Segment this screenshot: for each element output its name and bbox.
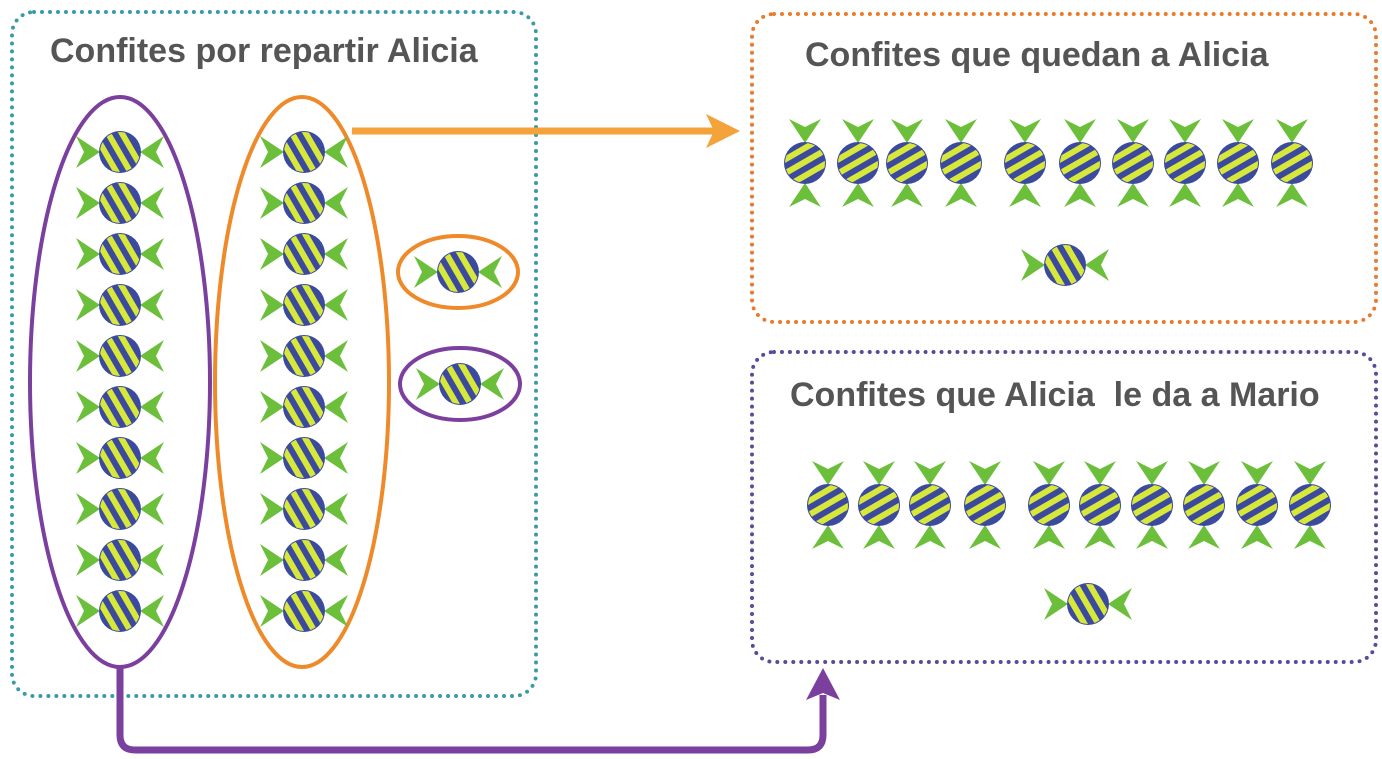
- candy-icon: [1009, 461, 1088, 549]
- candy-icon: [76, 521, 164, 600]
- given-panel: [750, 350, 1378, 664]
- candy-icon: [260, 317, 348, 396]
- candy-icon: [1112, 461, 1191, 549]
- arrow-to-given: [116, 668, 840, 754]
- candy-icon: [921, 119, 1000, 207]
- candy-icon: [945, 461, 1024, 549]
- candy-icon: [76, 368, 164, 447]
- source-panel-title: Confites por repartir Alicia: [50, 32, 478, 70]
- group-for-alicia-ellipse: [213, 95, 391, 669]
- candy-icon: [76, 113, 164, 192]
- candy-icon: [260, 470, 348, 549]
- candy-icon: [1217, 461, 1296, 549]
- remaining-extra-candy-icon: [1021, 226, 1109, 305]
- candy-icon: [76, 470, 164, 549]
- candy-icon: [1270, 461, 1349, 549]
- given-candy-row: [788, 461, 1349, 549]
- remaining-panel: [750, 12, 1378, 324]
- candy-icon: [890, 461, 969, 549]
- candy-icon: [260, 215, 348, 294]
- candy-icon: [985, 119, 1064, 207]
- candy-icon: [260, 572, 348, 651]
- candy-icon: [76, 419, 164, 498]
- extra-for-alicia-ellipse: [396, 234, 520, 310]
- candy-icon: [76, 164, 164, 243]
- candy-icon: [1145, 119, 1224, 207]
- candy-icon: [76, 572, 164, 651]
- extra-for-mario-ellipse: [398, 346, 522, 422]
- candy-icon: [260, 521, 348, 600]
- arrow-to-remaining: [352, 114, 740, 148]
- candy-icon: [1198, 119, 1277, 207]
- extra-candy-alicia-icon: [414, 233, 502, 312]
- candy-icon: [260, 164, 348, 243]
- candy-icon: [76, 317, 164, 396]
- candy-icon: [260, 419, 348, 498]
- alicia-candy-column: [260, 113, 348, 651]
- candy-icon: [260, 266, 348, 345]
- given-extra-candy-icon: [1044, 565, 1132, 644]
- candy-icon: [1252, 119, 1331, 207]
- candy-icon: [818, 119, 897, 207]
- candy-icon: [260, 368, 348, 447]
- source-panel: [10, 10, 538, 698]
- candy-icon: [1164, 461, 1243, 549]
- candy-icon: [1093, 119, 1172, 207]
- candy-icon: [76, 266, 164, 345]
- given-panel-title: Confites que Alicia le da a Mario: [790, 376, 1320, 414]
- candy-icon: [260, 113, 348, 192]
- mario-candy-column: [76, 113, 164, 651]
- remaining-candy-row: [765, 119, 1331, 207]
- candy-icon: [788, 461, 867, 549]
- candy-icon: [839, 461, 918, 549]
- candy-icon: [1060, 461, 1139, 549]
- extra-candy-mario-icon: [416, 345, 504, 424]
- candy-icon: [1040, 119, 1119, 207]
- remaining-panel-title: Confites que quedan a Alicia: [805, 36, 1269, 74]
- candy-icon: [765, 119, 844, 207]
- group-for-mario-ellipse: [28, 95, 212, 669]
- candy-icon: [76, 215, 164, 294]
